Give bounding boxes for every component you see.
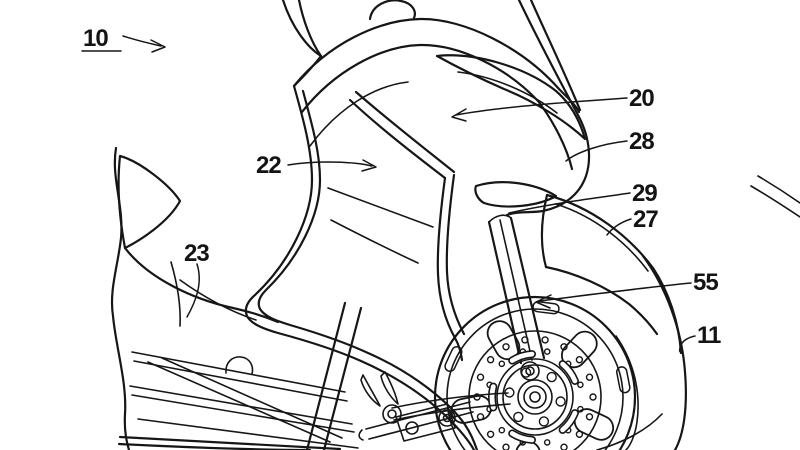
ref-label-22: 22 <box>256 152 281 179</box>
rotor-holes <box>474 337 596 450</box>
leader-line-23 <box>187 264 199 317</box>
vehicle-body-left <box>112 148 358 450</box>
front-fender <box>542 176 800 353</box>
ref-label-29: 29 <box>632 180 657 207</box>
leader-line-11 <box>680 336 695 353</box>
brake-linkage <box>359 393 510 441</box>
ref-label-23: 23 <box>184 240 209 267</box>
tire-outline <box>643 256 686 450</box>
front-wheel <box>435 256 686 450</box>
leader-line-22 <box>288 162 372 166</box>
leader-line-10 <box>123 36 161 46</box>
reference-labels: 10 20 22 23 28 29 27 55 11 <box>83 25 722 349</box>
brake-rotor <box>469 331 601 450</box>
leader-lines <box>82 36 695 353</box>
leader-line-28 <box>566 141 627 161</box>
ref-label-55: 55 <box>693 269 718 296</box>
leader-line-29 <box>509 193 630 213</box>
ref-label-28: 28 <box>629 128 654 155</box>
rim-inner <box>447 309 623 450</box>
ref-label-27: 27 <box>633 206 658 233</box>
leader-line-27 <box>607 219 631 235</box>
leader-line-55 <box>539 283 691 301</box>
ref-label-20: 20 <box>629 85 654 112</box>
ref-label-11: 11 <box>697 322 721 349</box>
rim-outer <box>435 297 635 450</box>
leader-line-20 <box>456 98 627 115</box>
wheel-hub <box>518 380 552 414</box>
ref-label-10: 10 <box>83 25 108 52</box>
